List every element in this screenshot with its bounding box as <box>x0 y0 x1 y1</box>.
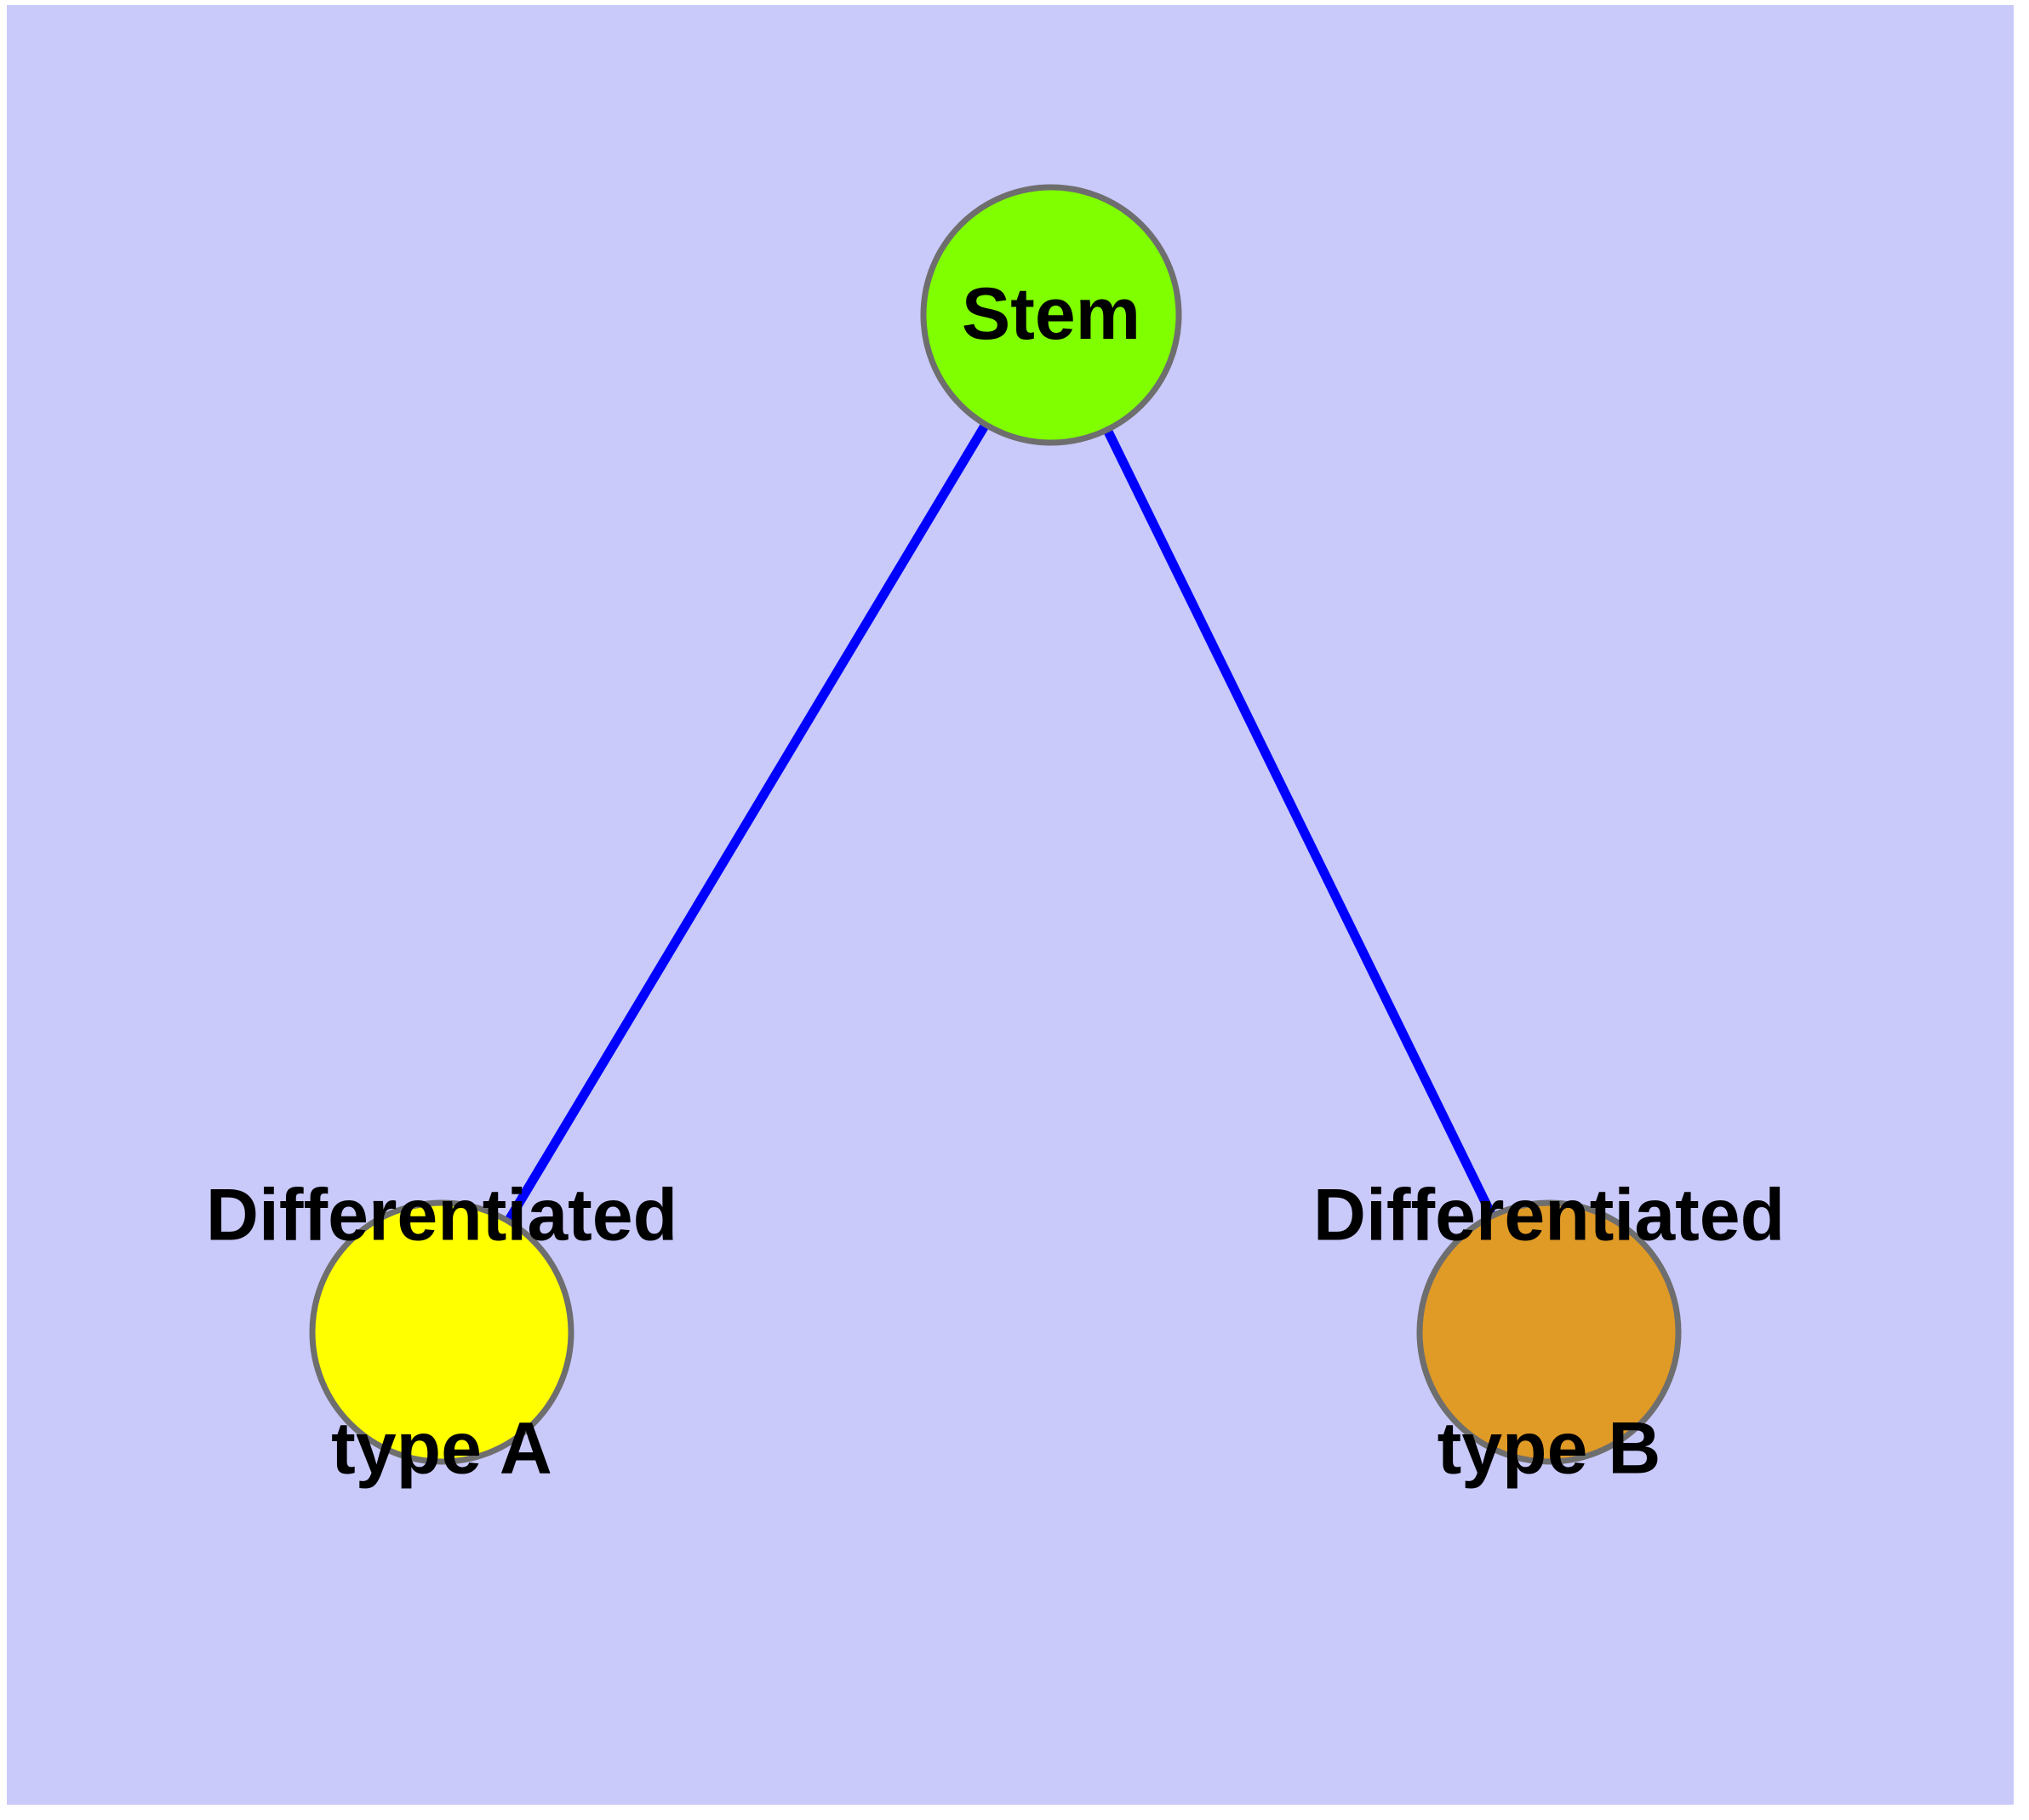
node-stem[interactable] <box>920 184 1182 446</box>
edge-group <box>505 423 1496 1222</box>
edge-stem-to-differentiated-type-b <box>1103 429 1496 1217</box>
node-differentiated-type-b[interactable] <box>1416 1199 1682 1465</box>
node-differentiated-type-a[interactable] <box>309 1199 574 1465</box>
edge-stem-to-differentiated-type-a <box>505 423 989 1222</box>
node-group <box>309 184 1682 1465</box>
